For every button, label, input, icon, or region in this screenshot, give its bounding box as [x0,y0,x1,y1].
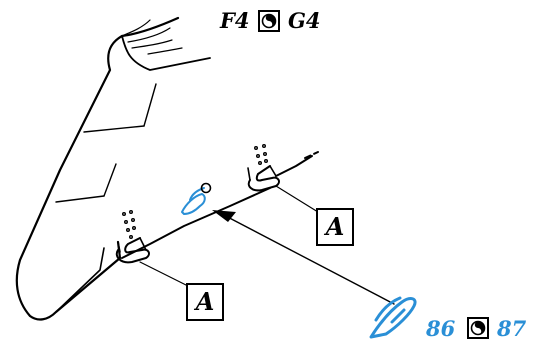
knob-dial-icon [258,10,280,32]
callout-a-left: A [186,283,224,321]
panel-section-line-2 [55,195,105,203]
panel-lower-inner-edge [55,247,105,313]
blue-clip-icon [369,296,417,339]
leader-arrowhead [212,210,236,222]
ref-f4: F4 [220,8,250,33]
panel-top-curve [121,35,211,71]
leader-a-right [275,185,319,213]
ref-g4: G4 [288,8,321,33]
ref-87: 87 [497,316,527,341]
clip-part-icon [181,187,206,215]
panel-outline [15,16,180,321]
right-clip [247,165,280,192]
leader-a-left [139,261,189,287]
callout-a-right: A [316,208,354,246]
rail-line [121,187,271,259]
knob-dial-icon [467,317,489,339]
left-clip [115,237,150,264]
panel-section-line-1 [83,125,145,133]
clip-ring [200,182,212,194]
leader-line [217,211,395,305]
ref-86: 86 [426,316,456,341]
